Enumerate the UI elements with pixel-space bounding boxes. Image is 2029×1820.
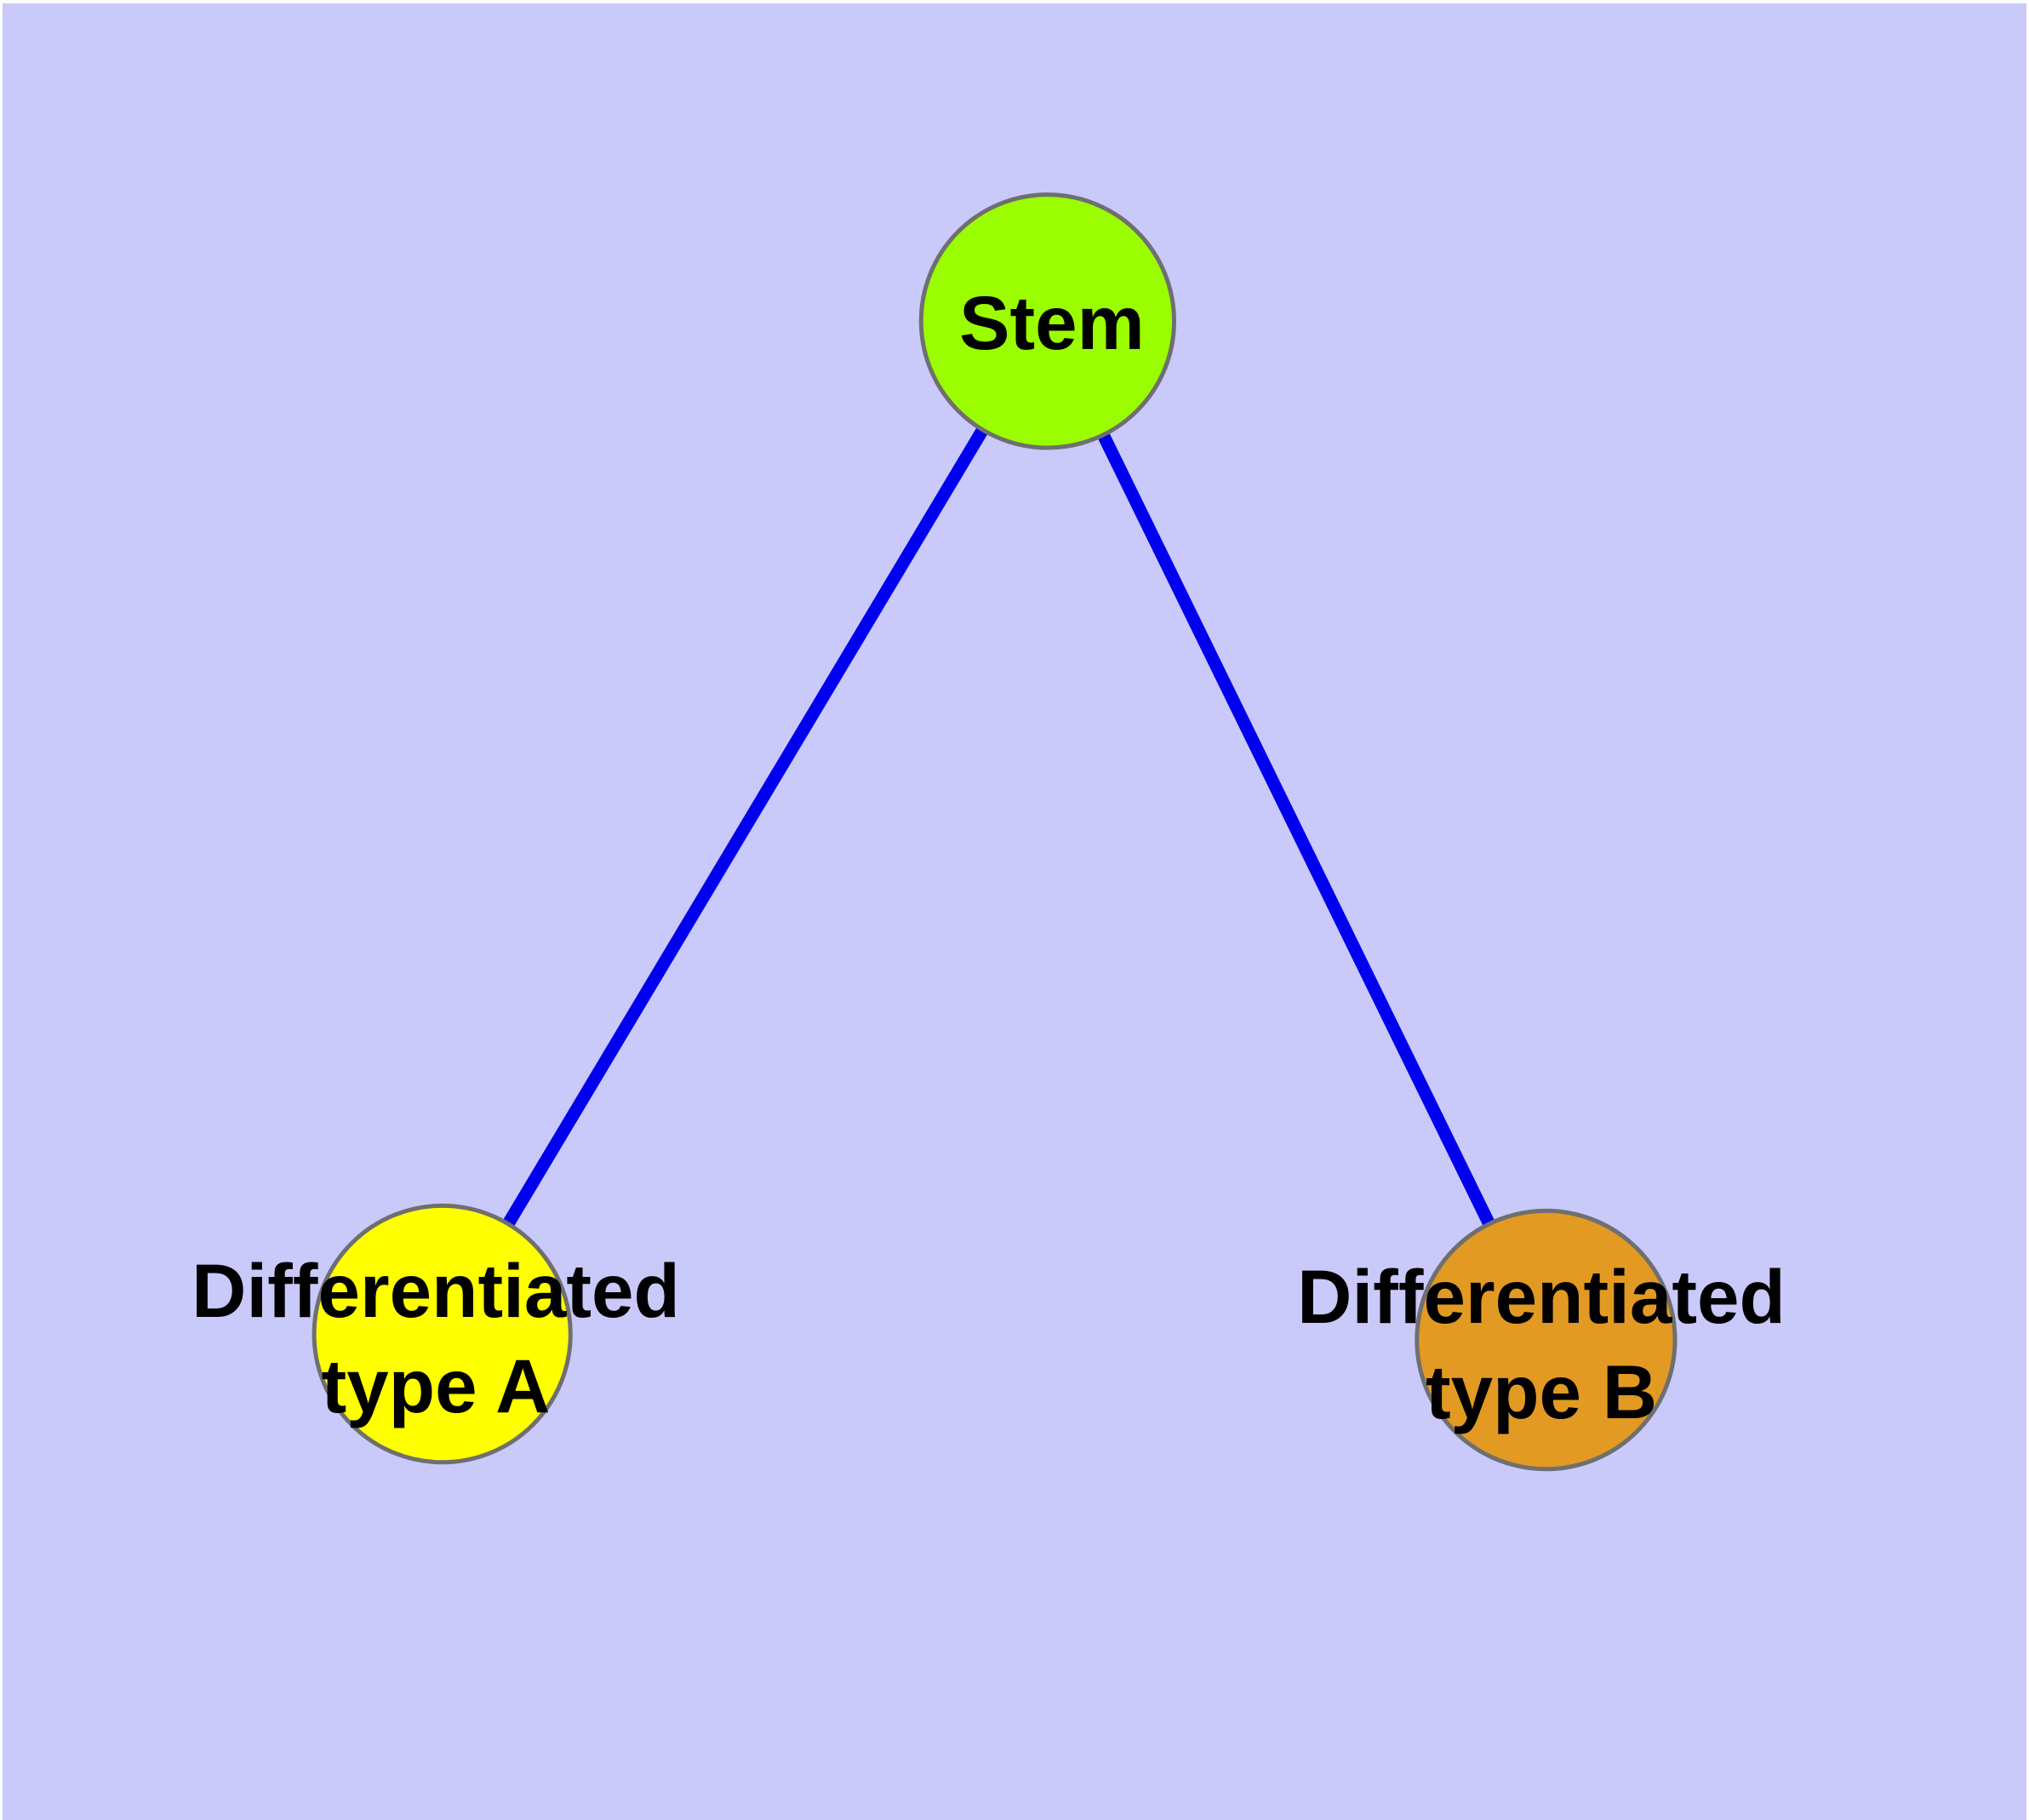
node-type-b-label-line1: Differentiated [1297, 1254, 1786, 1339]
node-type-a-label-line2: type A [321, 1343, 551, 1428]
edge-stem-to-type-b [1042, 318, 1552, 1343]
node-type-a-circle [311, 1203, 573, 1465]
node-stem-label-text: Stem [959, 280, 1145, 365]
node-type-b-circle [1415, 1208, 1677, 1472]
node-type-b-label-line2: type B [1425, 1349, 1657, 1434]
node-type-b-label: Differentiated type B [1297, 1249, 1786, 1439]
edge-stem-to-type-a [437, 318, 1054, 1337]
node-type-a-label-line1: Differentiated [191, 1248, 680, 1333]
node-stem-label: Stem [959, 275, 1145, 370]
node-stem-circle [918, 192, 1177, 450]
diagram-canvas: Stem Differentiated type A Differentiate… [3, 3, 2026, 1820]
node-type-a-label: Differentiated type A [191, 1243, 680, 1434]
graph-svg [311, 192, 1677, 1472]
